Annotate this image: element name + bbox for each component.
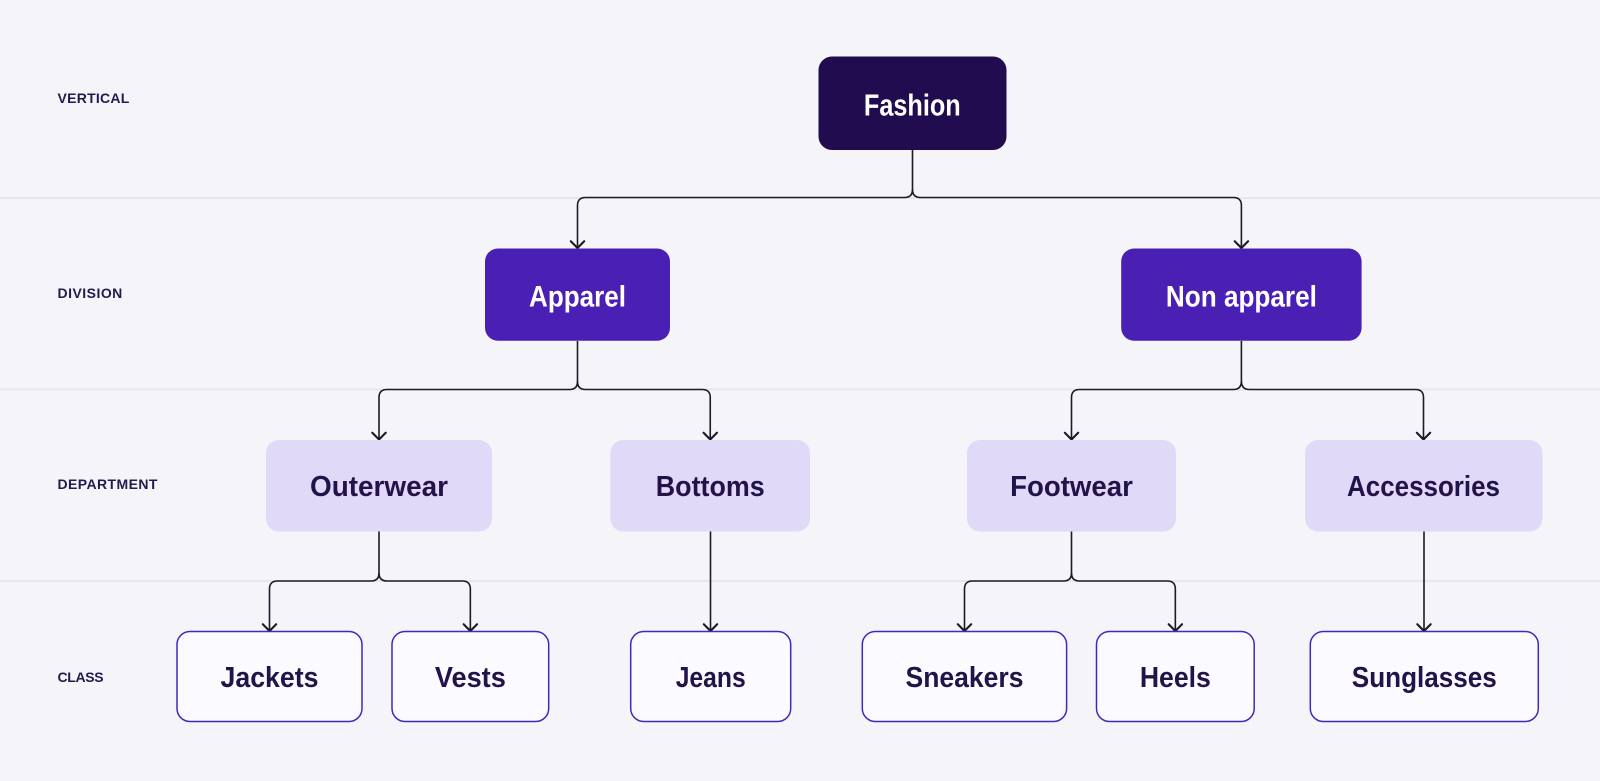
svg-text:Bottoms: Bottoms [656, 471, 765, 503]
svg-text:Accessories: Accessories [1347, 471, 1500, 503]
svg-text:Jackets: Jackets [221, 662, 319, 694]
svg-text:Jeans: Jeans [676, 662, 746, 694]
svg-text:Fashion: Fashion [864, 87, 961, 122]
svg-text:DIVISION: DIVISION [58, 285, 123, 301]
svg-text:Heels: Heels [1140, 662, 1211, 694]
svg-text:DEPARTMENT: DEPARTMENT [58, 476, 158, 492]
svg-text:Sunglasses: Sunglasses [1352, 662, 1497, 694]
svg-text:CLASS: CLASS [58, 669, 105, 685]
svg-text:Non apparel: Non apparel [1166, 281, 1317, 314]
svg-text:VERTICAL: VERTICAL [58, 90, 130, 106]
svg-text:Footwear: Footwear [1010, 471, 1133, 503]
svg-text:Outerwear: Outerwear [310, 471, 448, 503]
svg-text:Sneakers: Sneakers [906, 662, 1024, 694]
svg-text:Vests: Vests [435, 662, 506, 694]
svg-text:Apparel: Apparel [529, 281, 626, 314]
